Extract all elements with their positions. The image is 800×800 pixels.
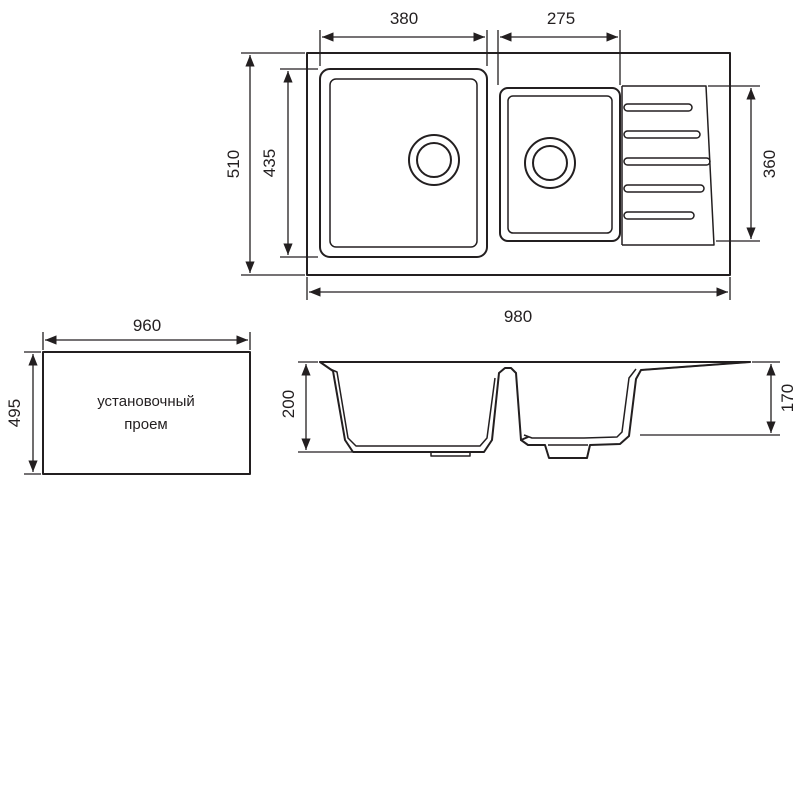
dim-small-bowl-depth: 360: [760, 150, 779, 178]
dim-cutout-width: 960: [133, 316, 161, 335]
dim-small-bowl-width: 275: [547, 9, 575, 28]
dim-main-bowl-width: 380: [390, 9, 418, 28]
main-bowl-outer: [319, 68, 488, 258]
cutout-label-line1: установочный: [97, 393, 195, 410]
small-drain-icon: [524, 137, 576, 189]
dim-main-bowl-depth: 435: [260, 149, 279, 177]
top-view: 380 275 510 435 360 980: [224, 9, 779, 326]
small-bowl-outer: [499, 87, 621, 242]
cutout-view: 960 495 установочный проем: [5, 316, 251, 475]
cutout-outline: [42, 351, 251, 475]
dim-overall-width: 980: [504, 307, 532, 326]
main-drain-icon: [408, 134, 460, 186]
drainboard-ribs: [621, 85, 715, 246]
small-bowl-section: [520, 361, 751, 459]
main-bowl-inner: [329, 78, 478, 248]
dim-cutout-depth: 495: [5, 399, 24, 427]
dim-bowl-height: 200: [279, 390, 298, 418]
small-bowl-inner: [507, 95, 613, 234]
side-section-view: 200 170: [279, 361, 797, 459]
cutout-label-line2: проем: [124, 416, 167, 433]
sink-outline: [306, 52, 731, 276]
dim-drainboard-height: 170: [778, 384, 797, 412]
main-bowl-section: [319, 361, 529, 453]
dim-overall-depth: 510: [224, 150, 243, 178]
